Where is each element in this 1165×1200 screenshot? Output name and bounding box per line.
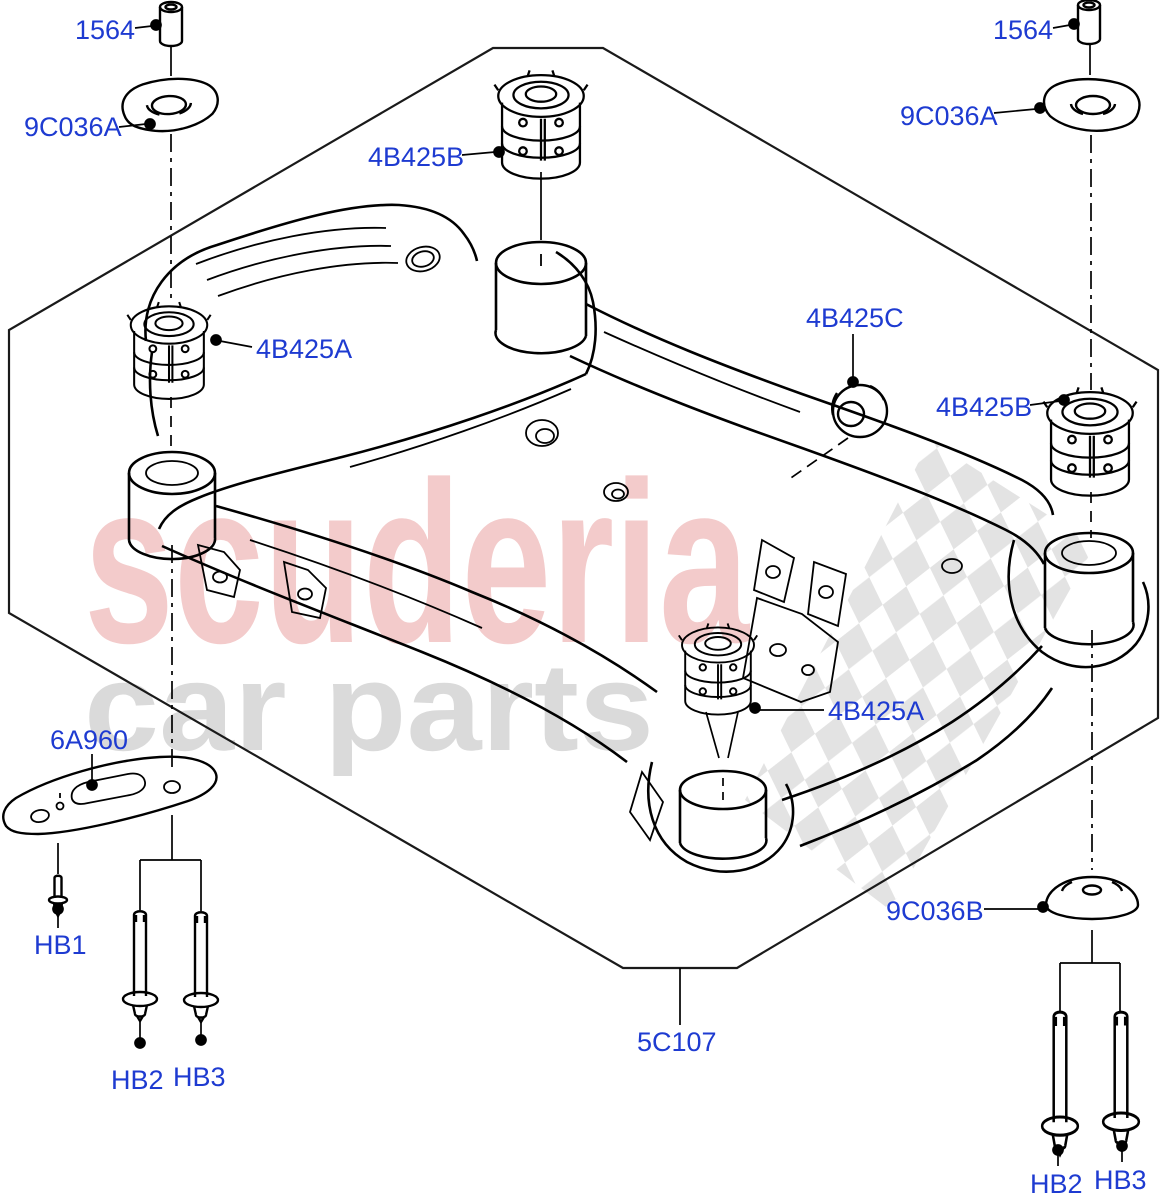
part-callout-bushing-left[interactable]: 4B425A — [256, 334, 353, 364]
part-callout-bushing-center[interactable]: 4B425C — [806, 303, 904, 333]
checkered-flag-watermark — [745, 440, 1095, 910]
part-callout-spacer-right[interactable]: 1564 — [993, 15, 1054, 45]
assembly-centerlines — [170, 45, 1093, 870]
bushing-left-drawing — [126, 301, 212, 400]
callout-leaders — [52, 18, 1128, 1166]
washer-plate-right-drawing — [1042, 77, 1141, 132]
spacer-right-drawing — [1076, 0, 1102, 46]
part-callout-washer-plate-right[interactable]: 9C036A — [900, 101, 998, 131]
bolt-hb2-right-drawing — [1040, 1010, 1080, 1157]
bolt-hb3-left-drawing — [182, 911, 220, 1024]
bushing-center-drawing — [831, 383, 889, 439]
bushing-right-drawing — [1042, 386, 1138, 497]
dome-washer-drawing — [1044, 875, 1140, 921]
watermark-brand-text: scuderia — [84, 434, 750, 691]
part-callout-bracket[interactable]: 6A960 — [50, 725, 129, 755]
part-callout-spacer-left[interactable]: 1564 — [75, 15, 136, 45]
brand-watermark: scuderia car parts — [84, 434, 1095, 910]
part-callout-bolt-hb2-left[interactable]: HB2 — [111, 1065, 164, 1095]
part-callout-washer-plate-left[interactable]: 9C036A — [24, 112, 122, 142]
bushing-front-drawing — [493, 69, 589, 180]
part-callout-bolt-hb1[interactable]: HB1 — [34, 930, 87, 960]
part-callout-bushing-front[interactable]: 4B425B — [368, 142, 465, 172]
part-callout-bolt-hb3-left[interactable]: HB3 — [173, 1062, 226, 1092]
bolt-hb2-left-drawing — [121, 910, 159, 1023]
part-callout-crossmember[interactable]: 5C107 — [637, 1027, 717, 1057]
bracket-drawing — [2, 755, 218, 836]
bolt-connector-lines — [57, 815, 1121, 1025]
part-callout-bolt-hb3-right[interactable]: HB3 — [1094, 1165, 1147, 1195]
part-callout-dome-washer[interactable]: 9C036B — [886, 896, 984, 926]
subframe-detail-lines — [145, 226, 1117, 842]
bolt-hb3-right-drawing — [1101, 1010, 1141, 1151]
diagram-border — [7, 46, 1160, 970]
part-callout-bushing-right[interactable]: 4B425B — [936, 392, 1033, 422]
part-callout-bushing-rear[interactable]: 4B425A — [828, 696, 925, 726]
spacer-left-drawing — [158, 0, 184, 48]
part-callout-bolt-hb2-right[interactable]: HB2 — [1030, 1169, 1083, 1199]
subframe-crossmember-drawing — [127, 203, 1150, 874]
watermark-tagline-text: car parts — [84, 638, 654, 777]
